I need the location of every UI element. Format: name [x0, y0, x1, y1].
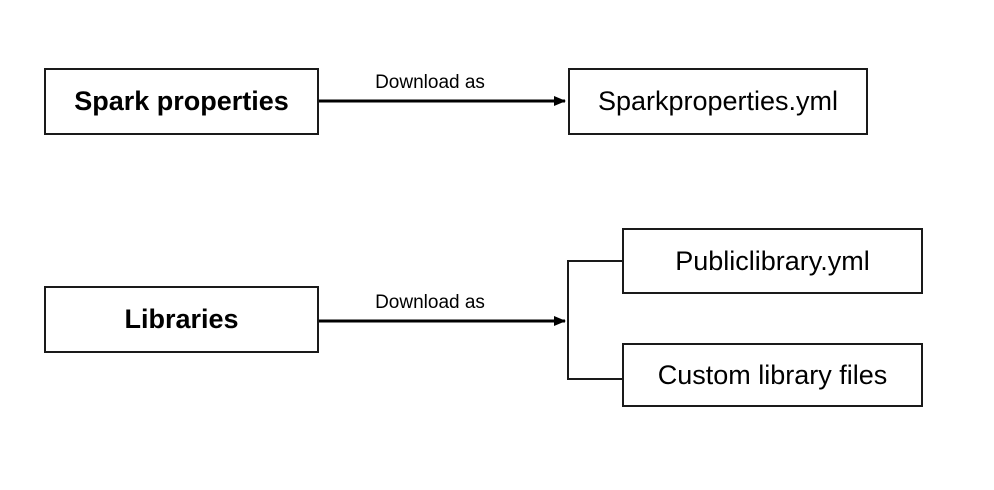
node-sparkproperties-yml-label: Sparkproperties.yml: [597, 86, 839, 116]
node-custom-library-files-label: Custom library files: [657, 359, 888, 390]
node-spark-properties-label: Spark properties: [74, 86, 289, 116]
node-libraries-label: Libraries: [124, 304, 239, 334]
edge-label-download-as-bottom: Download as: [375, 292, 485, 313]
branch-bracket-connector: [567, 260, 622, 380]
node-publiclibrary-yml-label: Publiclibrary.yml: [675, 245, 870, 276]
node-spark-properties: Spark properties: [44, 68, 319, 135]
node-publiclibrary-yml: Publiclibrary.yml: [622, 228, 923, 294]
node-sparkproperties-yml: Sparkproperties.yml: [568, 68, 868, 135]
edge-label-download-as-top: Download as: [375, 72, 485, 93]
node-libraries: Libraries: [44, 286, 319, 353]
node-custom-library-files: Custom library files: [622, 343, 923, 407]
